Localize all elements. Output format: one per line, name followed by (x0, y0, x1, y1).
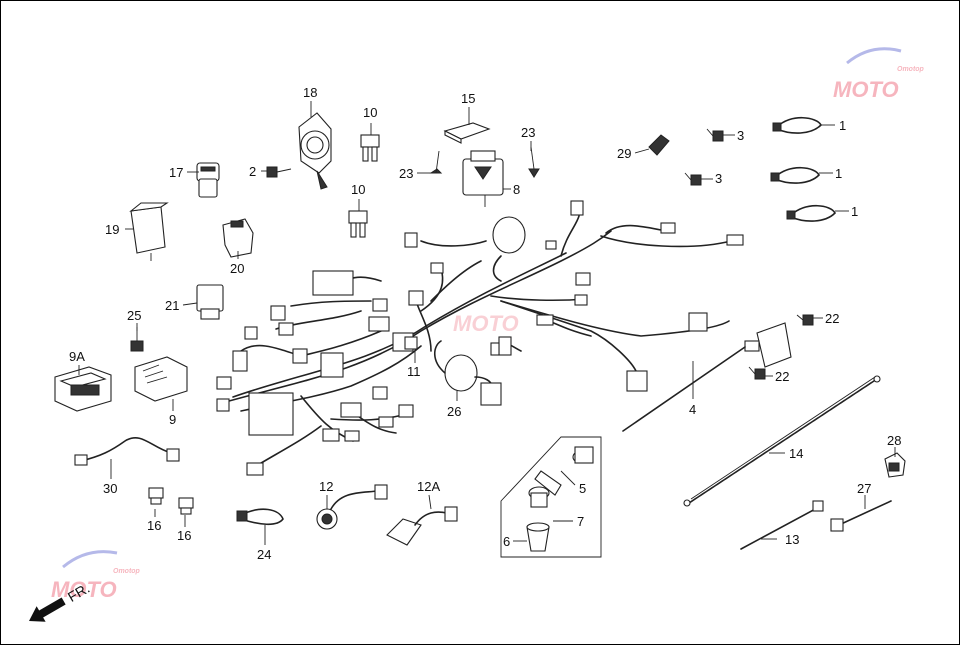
part-7-cap-assembly (500, 436, 602, 558)
callout-24: 24 (257, 547, 271, 562)
part-13-cable-strap (740, 500, 824, 550)
callout-9a: 9A (69, 349, 85, 364)
part-4-ignition-coil (622, 322, 792, 432)
watermark-center: MOTO (453, 311, 519, 336)
callout-16: 16 (147, 518, 161, 533)
watermark-small-text: Omotop (113, 568, 141, 575)
part-14-cable (683, 375, 881, 507)
callout-22: 22 (775, 369, 789, 384)
main-wire-harness (216, 200, 744, 476)
callout-28: 28 (887, 433, 901, 448)
part-30-sensor-lead (74, 437, 180, 466)
callout-17: 17 (169, 165, 183, 180)
leader-lines (78, 101, 896, 545)
callout-10: 10 (351, 182, 365, 197)
callout-7: 7 (577, 514, 584, 529)
watermark-text: MOTO (453, 311, 519, 336)
part-23-screw-right (528, 146, 540, 178)
callout-12: 12 (319, 479, 333, 494)
part-1-cable-tie-middle (770, 166, 820, 184)
callout-15: 15 (461, 91, 475, 106)
callout-4: 4 (689, 402, 696, 417)
watermark-text: MOTO (833, 77, 899, 102)
callout-29: 29 (617, 146, 631, 161)
callout-1: 1 (835, 166, 842, 181)
callout-5: 5 (579, 481, 586, 496)
callout-9: 9 (169, 412, 176, 427)
callout-labels: 1 1 1 2 3 3 4 5 6 7 8 9 9A 10 10 11 12 1… (69, 85, 901, 562)
callout-1: 1 (851, 204, 858, 219)
callout-18: 18 (303, 85, 317, 100)
harness-relay-coil (492, 216, 526, 254)
callout-1: 1 (839, 118, 846, 133)
part-2-bolt (266, 166, 292, 178)
part-20-bracket (222, 218, 254, 258)
callout-20: 20 (230, 261, 244, 276)
callout-10: 10 (363, 105, 377, 120)
part-15-plate (443, 122, 491, 144)
part-12a-switch (386, 506, 458, 546)
part-8-regulator (462, 150, 504, 207)
callout-3: 3 (737, 128, 744, 143)
part-17-relay (196, 162, 220, 198)
part-29-connector (648, 134, 670, 156)
part-3-screw-upper (706, 128, 724, 142)
part-26-coil (433, 340, 502, 406)
part-19-control-unit (129, 202, 169, 261)
part-16-fuse-left (148, 487, 164, 505)
part-10-fuse-upper (360, 134, 380, 162)
callout-12a: 12A (417, 479, 440, 494)
arrow-icon (29, 597, 66, 622)
part-22-bolt-upper (796, 314, 814, 326)
watermark-small-text: Omotop (897, 66, 925, 73)
callout-27: 27 (857, 481, 871, 496)
callout-13: 13 (785, 532, 799, 547)
watermark-text: MOTO (51, 577, 117, 602)
part-18-horn (298, 112, 332, 190)
callout-6: 6 (503, 534, 510, 549)
callout-30: 30 (103, 481, 117, 496)
part-27-band (830, 500, 892, 532)
callout-22: 22 (825, 311, 839, 326)
part-3-screw-lower (684, 172, 702, 186)
part-9-rectifier (134, 356, 188, 402)
callout-23: 23 (521, 125, 535, 140)
part-22-bolt-lower (748, 366, 766, 380)
part-12-switch (316, 484, 388, 530)
part-24-clip (236, 508, 284, 526)
callout-16: 16 (177, 528, 191, 543)
callout-25: 25 (127, 308, 141, 323)
part-16-fuse-right (178, 497, 194, 515)
callout-2: 2 (249, 164, 256, 179)
callout-3: 3 (715, 171, 722, 186)
callout-14: 14 (789, 446, 803, 461)
part-1-cable-tie-bottom (786, 204, 836, 222)
part-21-relay (196, 284, 224, 320)
watermark-top-right: MOTO Omotop (833, 47, 925, 102)
watermark-bottom-left: MOTO Omotop (51, 550, 141, 602)
part-23-screw-left (429, 150, 443, 174)
callout-11: 11 (407, 364, 421, 379)
callout-8: 8 (513, 182, 520, 197)
callout-19: 19 (105, 222, 119, 237)
part-1-cable-tie-top (772, 116, 822, 134)
callout-26: 26 (447, 404, 461, 419)
callout-21: 21 (165, 298, 179, 313)
part-10-fuse-lower (348, 210, 368, 238)
part-9a-regulator (54, 366, 112, 412)
callout-23: 23 (399, 166, 413, 181)
